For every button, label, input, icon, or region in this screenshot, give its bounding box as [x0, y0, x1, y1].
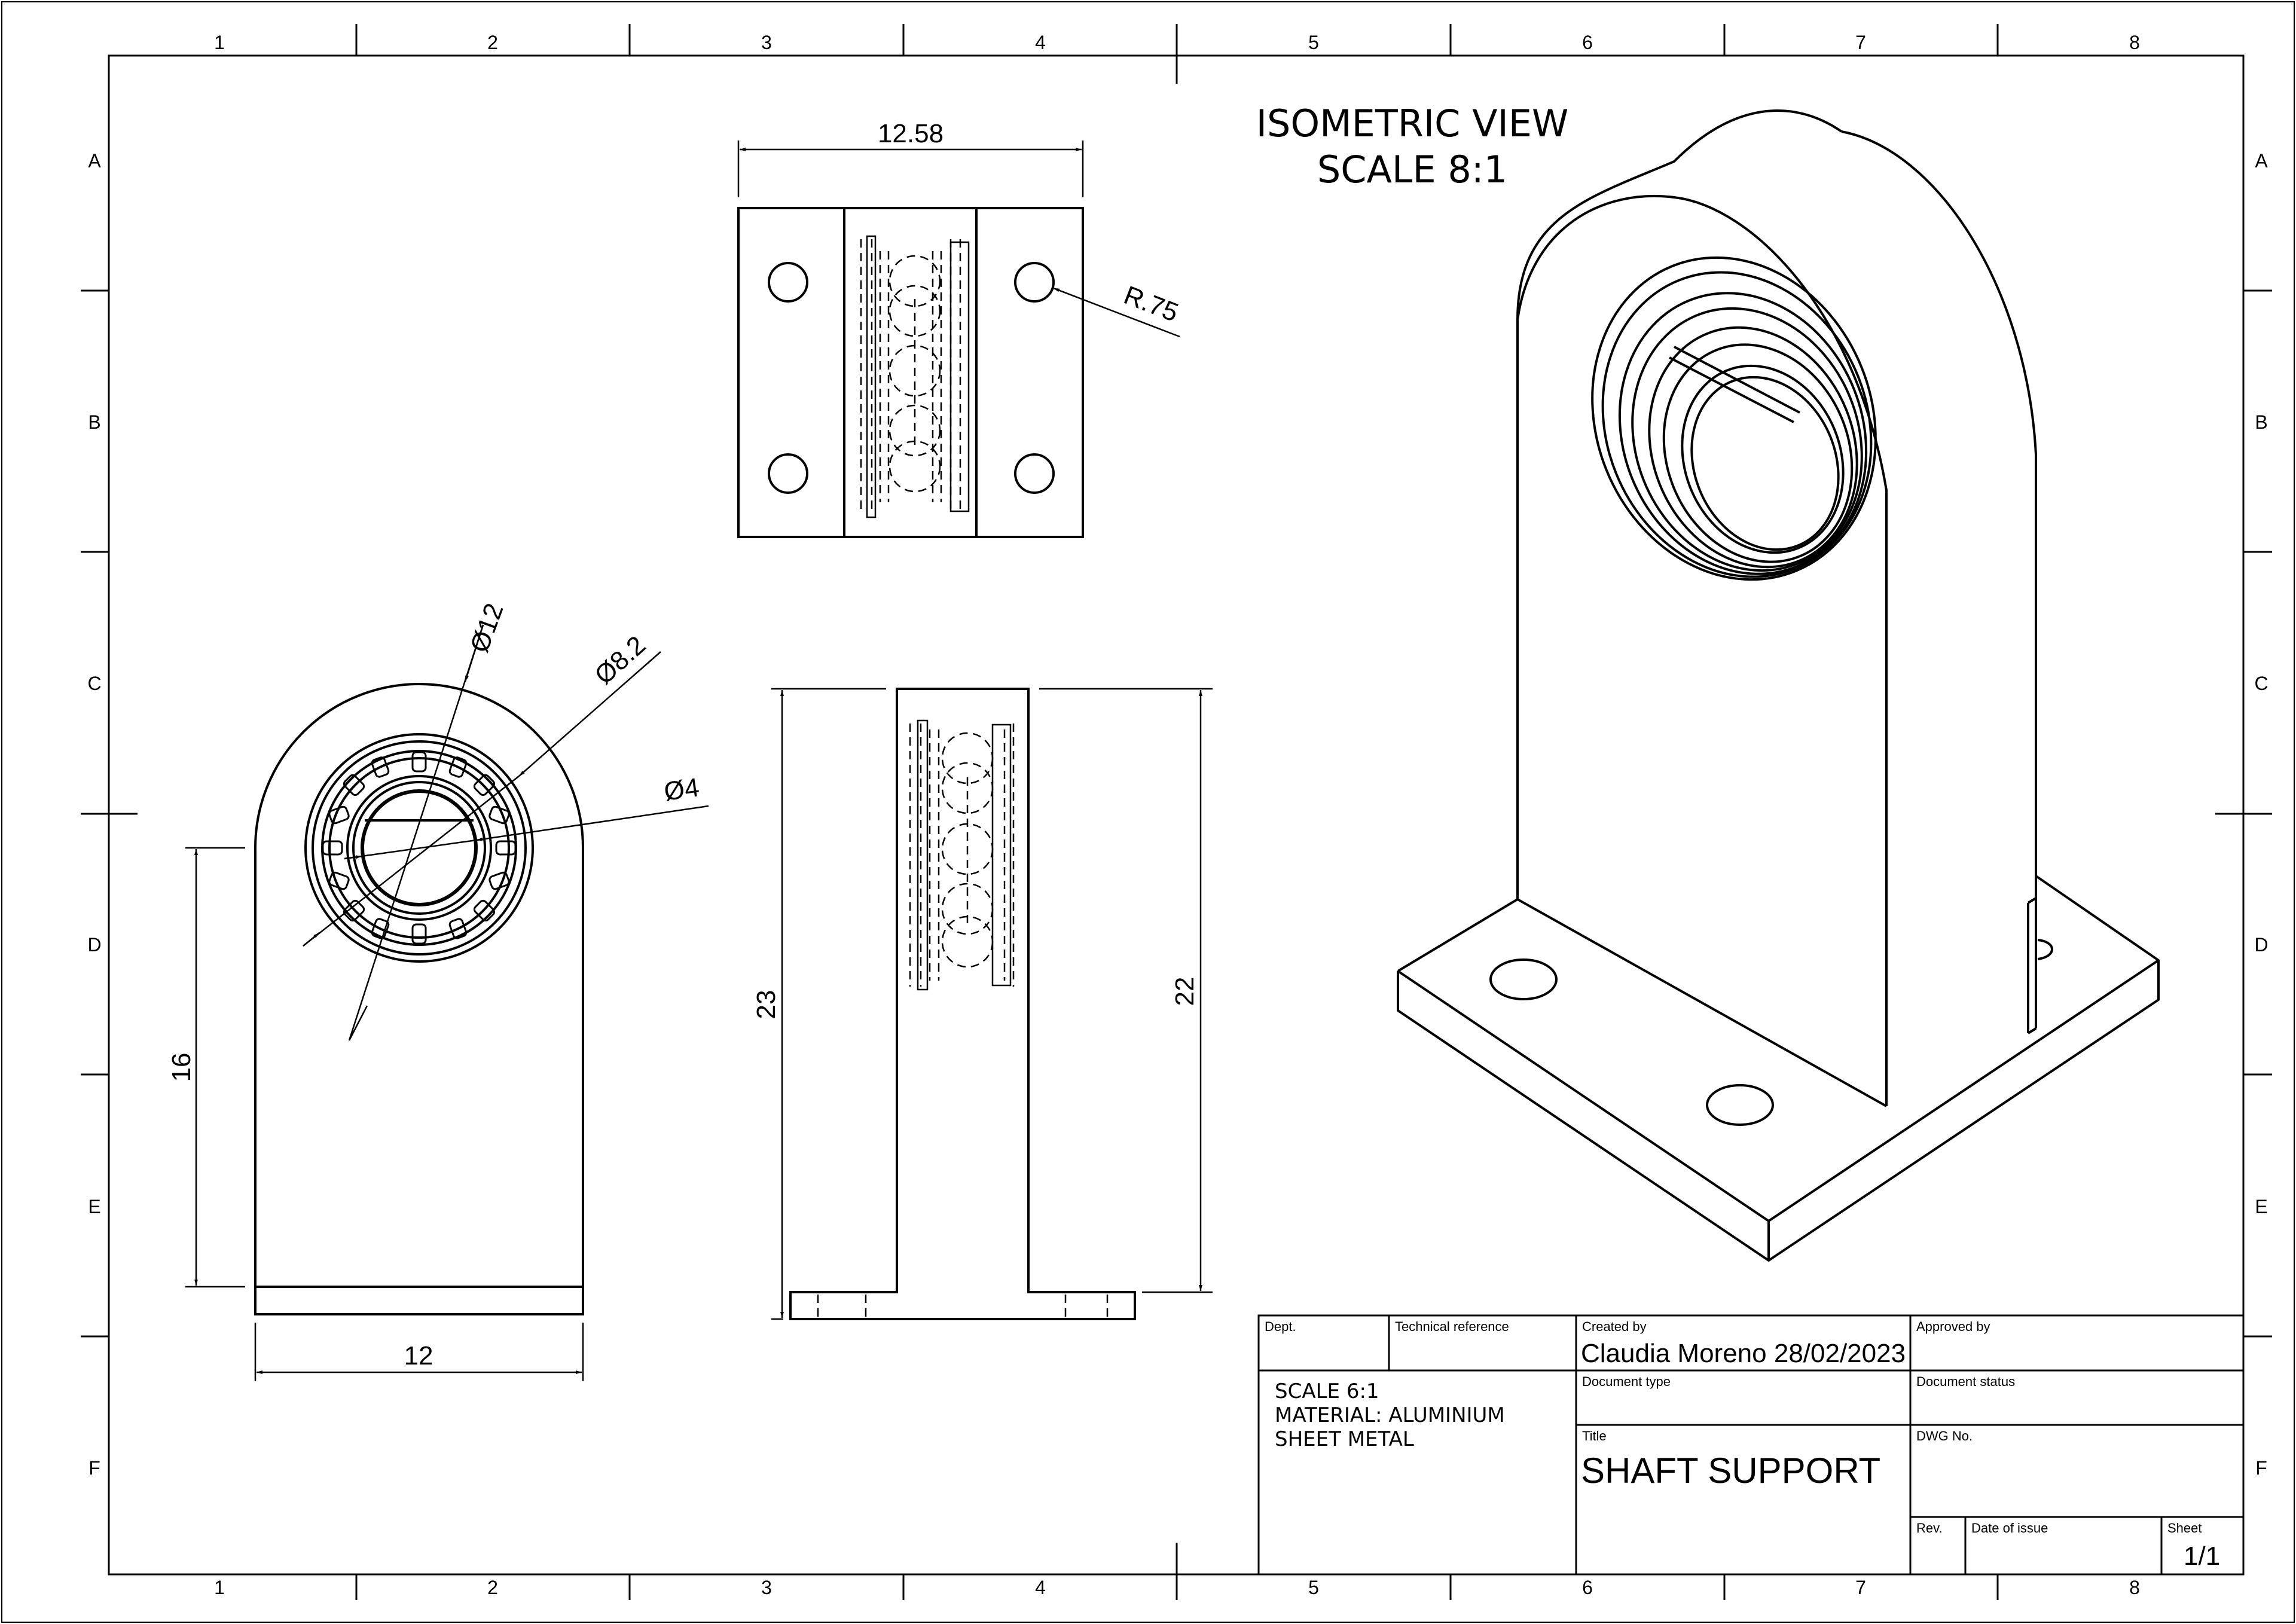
- dim-bore-diameter-label: Ø4: [662, 773, 701, 807]
- dwg-no-label: DWG No.: [1916, 1428, 1973, 1443]
- doc-status-label: Document status: [1916, 1374, 2015, 1389]
- note-sheet-metal: SHEET METAL: [1275, 1427, 1414, 1451]
- col-label-bottom-5: 5: [1308, 1577, 1319, 1598]
- isometric-title: ISOMETRIC VIEW: [1256, 102, 1569, 145]
- row-label-right-f: F: [2255, 1457, 2267, 1479]
- note-scale: SCALE 6:1: [1275, 1379, 1379, 1403]
- note-material: MATERIAL: ALUMINIUM: [1275, 1403, 1505, 1427]
- row-label-right-c: C: [2254, 673, 2268, 694]
- col-label-top-2: 2: [487, 32, 498, 53]
- col-label-bottom-1: 1: [214, 1577, 225, 1598]
- dim-bearing-diameter-label: Ø8.2: [589, 630, 651, 690]
- dim-hole-radius: [1053, 287, 1180, 338]
- title-block: [1257, 1314, 2245, 1576]
- dim-outer-diameter-label: Ø12: [465, 600, 509, 657]
- drawing-title: SHAFT SUPPORT: [1581, 1451, 1880, 1491]
- row-label-left-a: A: [88, 150, 101, 172]
- row-label-right-a: A: [2255, 150, 2268, 172]
- col-label-bottom-8: 8: [2129, 1577, 2140, 1598]
- side-view: [789, 688, 1136, 1320]
- sheet-number: 1/1: [2184, 1541, 2220, 1571]
- doc-type-label: Document type: [1582, 1374, 1671, 1389]
- row-label-right-e: E: [2255, 1196, 2267, 1217]
- row-label-left-f: F: [88, 1457, 100, 1479]
- row-label-left-c: C: [87, 673, 101, 694]
- col-label-bottom-6: 6: [1582, 1577, 1593, 1598]
- dim-front-leaders: [303, 624, 709, 1041]
- col-label-bottom-3: 3: [761, 1577, 772, 1598]
- row-label-right-b: B: [2255, 411, 2267, 433]
- rev-label: Rev.: [1916, 1521, 1943, 1536]
- dim-side-total-height-label: 23: [752, 990, 781, 1019]
- row-label-left-b: B: [88, 411, 100, 433]
- created-by-value: Claudia Moreno 28/02/2023: [1581, 1339, 1906, 1368]
- col-label-top-1: 1: [214, 32, 225, 53]
- row-label-right-d: D: [2254, 934, 2268, 956]
- col-label-top-7: 7: [1855, 32, 1866, 53]
- dept-label: Dept.: [1265, 1319, 1296, 1334]
- col-label-top-6: 6: [1582, 32, 1593, 53]
- created-by-label: Created by: [1582, 1319, 1647, 1334]
- col-label-bottom-2: 2: [487, 1577, 498, 1598]
- approved-by-label: Approved by: [1916, 1319, 1990, 1334]
- dim-front-height: [185, 847, 245, 1288]
- col-label-top-5: 5: [1308, 32, 1319, 53]
- dim-front-width-label: 12: [404, 1341, 433, 1370]
- dim-side-total-height: [771, 688, 886, 1320]
- dim-hole-radius-label: R.75: [1120, 280, 1182, 328]
- col-label-top-8: 8: [2129, 32, 2140, 53]
- dim-front-height-label: 16: [167, 1053, 196, 1082]
- dim-side-height: [1039, 688, 1213, 1293]
- dim-side-height-label: 22: [1170, 977, 1199, 1006]
- col-label-bottom-7: 7: [1855, 1577, 1866, 1598]
- dim-top-width: [737, 141, 1084, 197]
- date-of-issue-label: Date of issue: [1971, 1521, 2048, 1536]
- dim-top-width-label: 12.58: [878, 119, 944, 148]
- front-view: [254, 683, 584, 1315]
- isometric-view: [1397, 109, 2160, 1262]
- tech-ref-label: Technical reference: [1395, 1319, 1509, 1334]
- dim-front-width: [254, 1323, 584, 1381]
- col-label-bottom-4: 4: [1035, 1577, 1046, 1598]
- isometric-scale: SCALE 8:1: [1317, 148, 1507, 191]
- col-label-top-4: 4: [1035, 32, 1046, 53]
- title-label: Title: [1582, 1428, 1607, 1443]
- row-label-left-d: D: [87, 934, 101, 956]
- zone-labels: 1 2 3 4 5 6 7 8 1 2 3 4 5 6 7 8 A B C D …: [87, 32, 2268, 1598]
- row-label-left-e: E: [88, 1196, 100, 1217]
- sheet-label: Sheet: [2167, 1521, 2202, 1536]
- top-view: [737, 207, 1084, 538]
- col-label-top-3: 3: [761, 32, 772, 53]
